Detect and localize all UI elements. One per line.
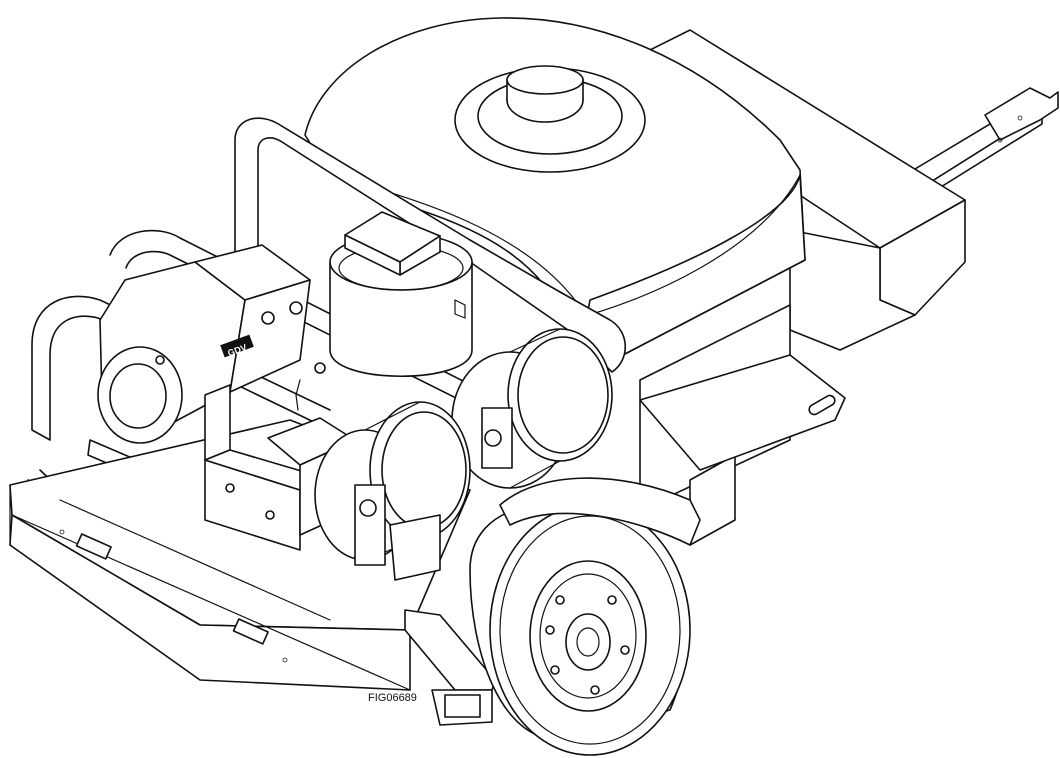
tow-tongue — [904, 87, 1059, 201]
figure-id-label: FIG06689 — [368, 692, 417, 704]
engine: GDV — [97, 244, 311, 444]
water-tank — [304, 17, 806, 546]
trailer-wheel — [469, 477, 701, 756]
hose-reel-front — [314, 401, 471, 581]
hose-reel-rear — [451, 328, 613, 489]
engine-badge — [220, 334, 254, 358]
heater-cylinder — [329, 211, 473, 377]
